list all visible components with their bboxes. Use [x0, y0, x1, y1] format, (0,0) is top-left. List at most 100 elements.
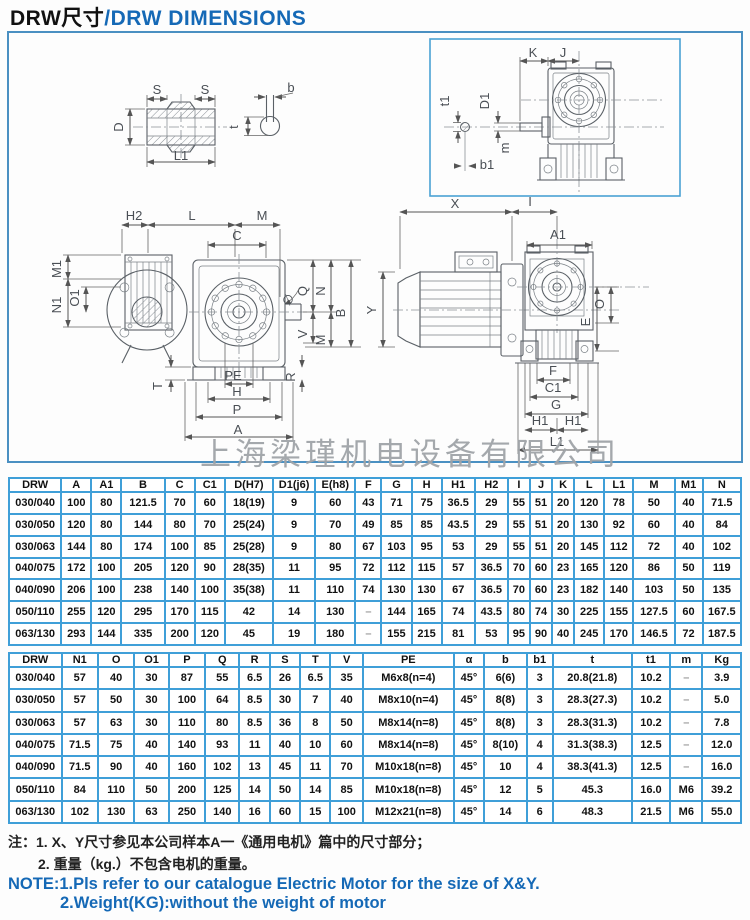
cell: 16 — [238, 799, 271, 825]
cell: 8(8) — [483, 710, 528, 735]
cell: 81 — [440, 622, 476, 646]
cell: 35(38) — [223, 578, 275, 603]
cell: 255 — [60, 600, 93, 625]
cell: 80 — [314, 534, 357, 559]
cell: 5.0 — [701, 688, 742, 713]
cell: 51 — [528, 534, 554, 559]
cell: 90 — [528, 622, 554, 646]
column-header: L — [573, 477, 606, 493]
cell: 57 — [440, 556, 476, 581]
dim-label: L1 — [174, 148, 188, 163]
cell: 102 — [204, 755, 241, 780]
cell: 335 — [120, 622, 166, 646]
cell: 144 — [380, 600, 413, 625]
column-header: V — [329, 652, 364, 668]
cell: 28.3(31.3) — [551, 710, 633, 735]
cell: 160 — [167, 755, 207, 780]
cell: 040/075 — [7, 556, 63, 581]
column-header: M — [632, 477, 676, 493]
cell: 51 — [528, 512, 554, 537]
cell: – — [354, 600, 383, 625]
dim-label: Q — [295, 286, 310, 296]
cell: 40 — [133, 755, 170, 780]
cell: 21.5 — [630, 799, 672, 825]
cell: 71.5 — [60, 755, 99, 780]
cell: 250 — [167, 799, 207, 825]
cell: 215 — [410, 622, 443, 646]
cell: 57 — [60, 665, 99, 691]
cell: 23 — [551, 578, 576, 603]
cell: 50 — [329, 710, 364, 735]
cell: 030/050 — [8, 688, 63, 713]
cell: 040/090 — [7, 578, 63, 603]
cell: 40 — [268, 732, 302, 758]
cell: – — [669, 755, 704, 780]
cell: 25(24) — [223, 512, 275, 537]
cell: 144 — [60, 534, 93, 559]
cell: 103 — [380, 534, 413, 559]
dim-label: F — [549, 363, 557, 378]
cell: 130 — [380, 578, 413, 603]
dim-label: C1 — [545, 380, 562, 395]
cell: 3.9 — [701, 665, 742, 691]
cell: 9 — [271, 534, 317, 559]
column-header: b1 — [525, 652, 554, 668]
column-header: H1 — [440, 477, 476, 493]
column-header: C — [163, 477, 196, 493]
column-header: N1 — [60, 652, 99, 668]
cell: 95 — [314, 556, 357, 581]
cell: 103 — [632, 578, 676, 603]
cell: 57 — [60, 688, 99, 713]
cell: 063/130 — [7, 622, 63, 646]
cell: 84 — [701, 512, 743, 537]
dim-label: N1 — [49, 297, 64, 314]
cell: 80 — [90, 491, 123, 515]
cell: 11 — [299, 755, 332, 780]
page-title-en: /DRW DIMENSIONS — [104, 7, 307, 30]
cell: 110 — [96, 777, 136, 802]
column-header: I — [506, 477, 531, 493]
column-header: B — [120, 477, 166, 493]
column-header: D1(j6) — [271, 477, 317, 493]
dim-label: O1 — [67, 289, 82, 306]
cell: 12.5 — [630, 755, 672, 780]
dim-label: Y — [364, 305, 379, 314]
cell: – — [669, 732, 704, 758]
dim-label: P — [233, 402, 242, 417]
cell: 205 — [120, 556, 166, 581]
cell: 130 — [96, 799, 136, 825]
cell: 130 — [314, 600, 357, 625]
cell: 40 — [133, 732, 170, 758]
cell: 125 — [204, 777, 241, 802]
page-title: DRW尺寸/DRW DIMENSIONS — [10, 2, 306, 32]
cell: 67 — [440, 578, 476, 603]
cell: 78 — [603, 491, 635, 515]
cell: 60 — [528, 556, 554, 581]
dim-label: L — [188, 208, 195, 223]
cell: 140 — [603, 578, 635, 603]
cell: 85 — [380, 512, 413, 537]
cell: 80 — [90, 534, 123, 559]
cell: 70 — [193, 512, 226, 537]
notes: 注：1. X、Y尺寸参见本公司样本A一《通用电机》篇中的尺寸部分； 2. 重量（… — [8, 831, 748, 913]
dim-label: K — [529, 45, 538, 60]
cell: 84 — [60, 777, 99, 802]
cell: 14 — [271, 600, 317, 625]
cell: M12x21(n=8) — [361, 799, 455, 825]
cell: 60 — [632, 512, 676, 537]
cell: 55 — [204, 665, 241, 691]
column-header: D(H7) — [223, 477, 275, 493]
cell: 55 — [506, 534, 531, 559]
cell: M10x18(n=8) — [361, 755, 455, 780]
cell: 51 — [528, 491, 554, 515]
cell: 93 — [204, 732, 241, 758]
cell: 102 — [701, 534, 743, 559]
